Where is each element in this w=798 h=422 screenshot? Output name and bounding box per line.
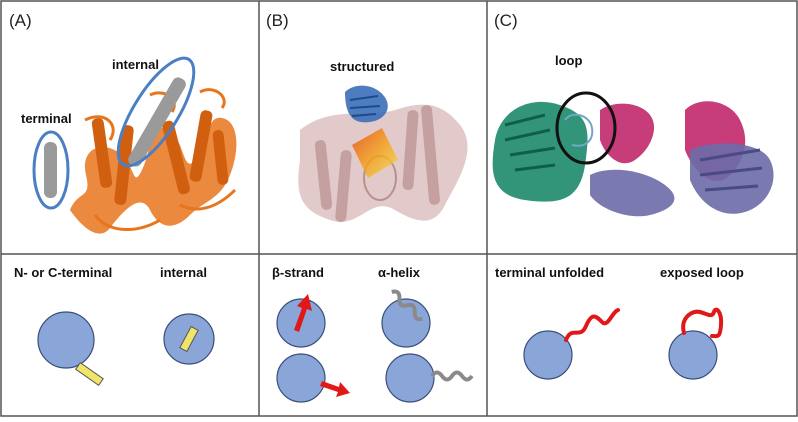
lavender-strands xyxy=(699,148,763,192)
alpha-helix-terminal xyxy=(430,370,474,382)
pink-helix-3 xyxy=(402,110,419,190)
structured-highlight xyxy=(352,128,398,178)
schematic-beta-strand-label: β-strand xyxy=(272,265,324,280)
helix-terminal-sphere xyxy=(385,353,435,403)
unfolded-terminal-chain xyxy=(564,308,620,342)
lavender-domain-1 xyxy=(590,169,675,217)
helix-internal-sphere xyxy=(381,298,431,348)
loop-ribbon xyxy=(564,113,594,147)
schematic-exposed-loop-label: exposed loop xyxy=(660,265,744,280)
panel-a-structure: (A) internal terminal xyxy=(9,11,237,234)
protein-body xyxy=(70,117,237,234)
internal-tag xyxy=(179,325,199,353)
panel-a-terminal-label: terminal xyxy=(21,111,72,126)
panel-c-letter: (C) xyxy=(494,11,518,30)
panel-c-loop-label: loop xyxy=(555,53,582,68)
schematic-alpha-helix-label: α-helix xyxy=(378,265,421,280)
internal-highlight-ellipse xyxy=(116,56,196,168)
internal-helix xyxy=(128,77,186,167)
blue-domain-body xyxy=(345,85,388,123)
helix-a3 xyxy=(162,120,190,195)
beta-strand-arrow-internal xyxy=(294,294,312,332)
loop-sphere xyxy=(668,330,718,380)
blue-domain-strands xyxy=(349,95,381,117)
exposed-loop-chain xyxy=(681,307,724,339)
panel-b-schematic: β-strand α-helix xyxy=(272,265,474,403)
helix-a4 xyxy=(189,110,213,182)
panel-c-structure: (C) loop xyxy=(492,11,774,217)
pink-helix-2 xyxy=(335,150,352,222)
schematic-n-c-terminal-label: N- or C-terminal xyxy=(14,265,112,280)
panel-a-letter: (A) xyxy=(9,11,32,30)
orange-protein-ribbon xyxy=(44,77,237,234)
n-c-terminal-sphere xyxy=(37,311,95,369)
panel-a-schematic: N- or C-terminal internal xyxy=(14,265,215,387)
panel-c-schematic: terminal unfolded exposed loop xyxy=(495,265,744,380)
terminal-highlight-ellipse xyxy=(32,130,70,210)
pink-helix-1 xyxy=(314,140,333,210)
alpha-helix-internal xyxy=(391,289,423,322)
helix-a1 xyxy=(91,118,113,188)
schematic-terminal-unfolded-label: terminal unfolded xyxy=(495,265,604,280)
unfolded-sphere xyxy=(523,330,573,380)
lavender-domain-2 xyxy=(690,143,774,214)
panel-a-internal-label: internal xyxy=(112,57,159,72)
panel-b-structured-label: structured xyxy=(330,59,394,74)
schematic-internal-label: internal xyxy=(160,265,207,280)
pink-helix-4 xyxy=(421,105,440,205)
blue-sheet-domain xyxy=(345,85,388,123)
helix-a5 xyxy=(212,130,229,185)
beta-terminal-sphere xyxy=(276,353,326,403)
teal-strands xyxy=(504,113,556,172)
terminal-helix xyxy=(44,142,57,198)
terminal-tag xyxy=(75,362,104,387)
panel-b-structure: (B) structured xyxy=(266,11,468,222)
panel-b-letter: (B) xyxy=(266,11,289,30)
loop-highlight-ellipse xyxy=(555,91,617,165)
beta-strand-arrow-terminal xyxy=(320,381,350,397)
